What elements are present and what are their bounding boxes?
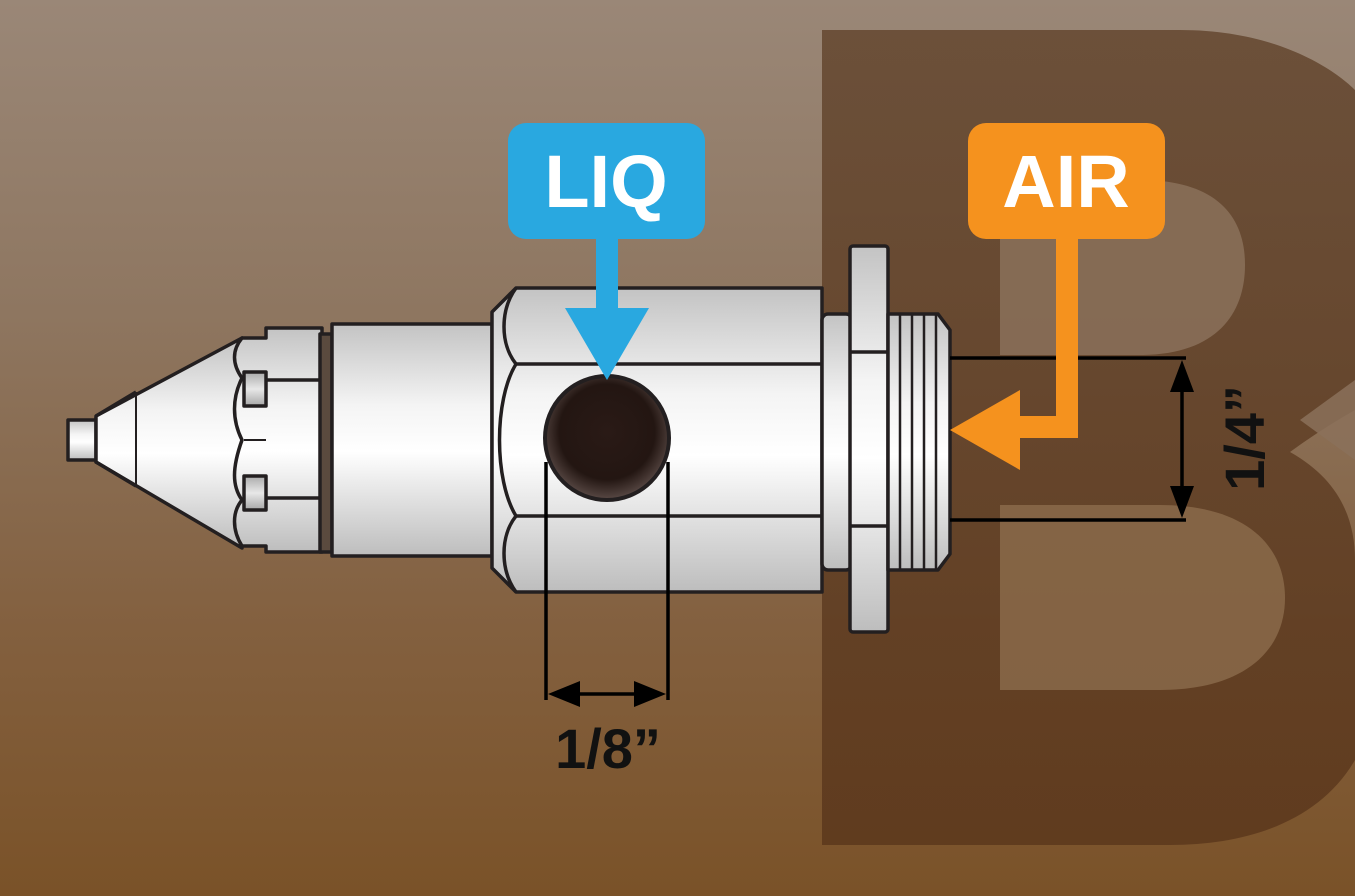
nozzle-body <box>66 244 952 634</box>
air-label: AIR <box>1002 140 1129 223</box>
liquid-thread-dimension <box>544 462 670 707</box>
liquid-label-box <box>508 123 705 239</box>
liquid-thread-size: 1/8” <box>555 717 661 780</box>
mounting-flange <box>848 244 890 634</box>
air-inlet-thread <box>886 312 952 572</box>
air-label-box <box>968 123 1165 239</box>
nozzle-cone <box>94 336 244 550</box>
nozzle-sleeve <box>330 322 494 558</box>
liquid-label: LIQ <box>544 140 667 223</box>
liquid-arrow-icon <box>565 308 649 380</box>
air-arrow-icon <box>950 390 1020 470</box>
liquid-callout: LIQ <box>508 123 705 380</box>
air-thread-size: 1/4” <box>1213 385 1276 491</box>
air-cap-nut <box>232 326 334 554</box>
nozzle-collar <box>820 312 854 572</box>
liquid-inlet-port <box>543 374 671 502</box>
air-callout: AIR <box>950 123 1165 470</box>
